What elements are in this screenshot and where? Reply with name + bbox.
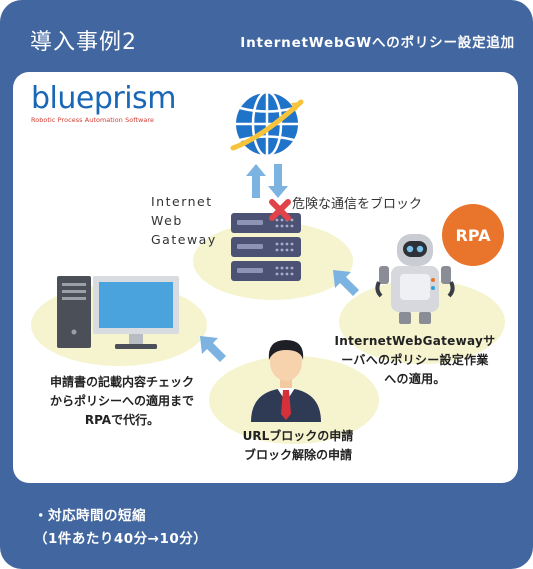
gateway-label-line: Web [151, 213, 183, 228]
robot-caption-line: ーバへのポリシー設定作業 [341, 353, 489, 367]
logo-wordmark: blueprism [31, 81, 176, 116]
robot-caption-line: InternetWebGatewayサ [334, 334, 496, 348]
diagram-panel: blueprism Robotic Process Automation Sof… [13, 72, 518, 483]
header-title: 導入事例2 [30, 30, 137, 55]
footer-line: ・対応時間の短縮 [34, 508, 146, 524]
danger-block-label: 危険な通信をブロック [292, 197, 423, 212]
globe-icon [230, 90, 304, 158]
logo-tagline: Robotic Process Automation Software [31, 116, 155, 124]
footer-line: （1件あたり40分→10分） [34, 531, 208, 547]
pc-caption-line: 申請書の記載内容チェック [49, 375, 194, 389]
arrow-robot-to-gateway-icon [333, 270, 359, 296]
pc-caption-line: からポリシーへの適用まで [49, 394, 194, 408]
gateway-label: Internet Web Gateway [151, 192, 217, 249]
robot-caption-line: への適用。 [384, 372, 446, 386]
pc-caption-line: RPAで代行。 [84, 413, 160, 427]
pc-caption: 申請書の記載内容チェック からポリシーへの適用まで RPAで代行。 [18, 373, 226, 430]
globe-gateway-arrows-icon [246, 164, 288, 198]
header-subtitle: InternetWebGWへのポリシー設定追加 [240, 35, 515, 51]
footer-summary: ・対応時間の短縮 （1件あたり40分→10分） [34, 505, 207, 551]
computer-icon [57, 276, 179, 349]
gateway-label-line: Gateway [151, 232, 217, 247]
gateway-label-line: Internet [151, 194, 213, 209]
user-caption-line: URLブロックの申請 [242, 429, 354, 443]
robot-icon [375, 234, 455, 324]
blueprism-logo: blueprism Robotic Process Automation Sof… [31, 81, 176, 125]
user-icon [251, 340, 321, 422]
user-caption-line: ブロック解除の申請 [243, 448, 352, 462]
robot-caption: InternetWebGatewayサ ーバへのポリシー設定作業 への適用。 [315, 332, 515, 389]
block-x-icon [269, 199, 291, 221]
user-caption: URLブロックの申請 ブロック解除の申請 [198, 427, 398, 465]
server-icon [231, 213, 301, 281]
arrow-user-to-pc-icon [200, 336, 226, 362]
rpa-badge: RPA [442, 204, 504, 266]
